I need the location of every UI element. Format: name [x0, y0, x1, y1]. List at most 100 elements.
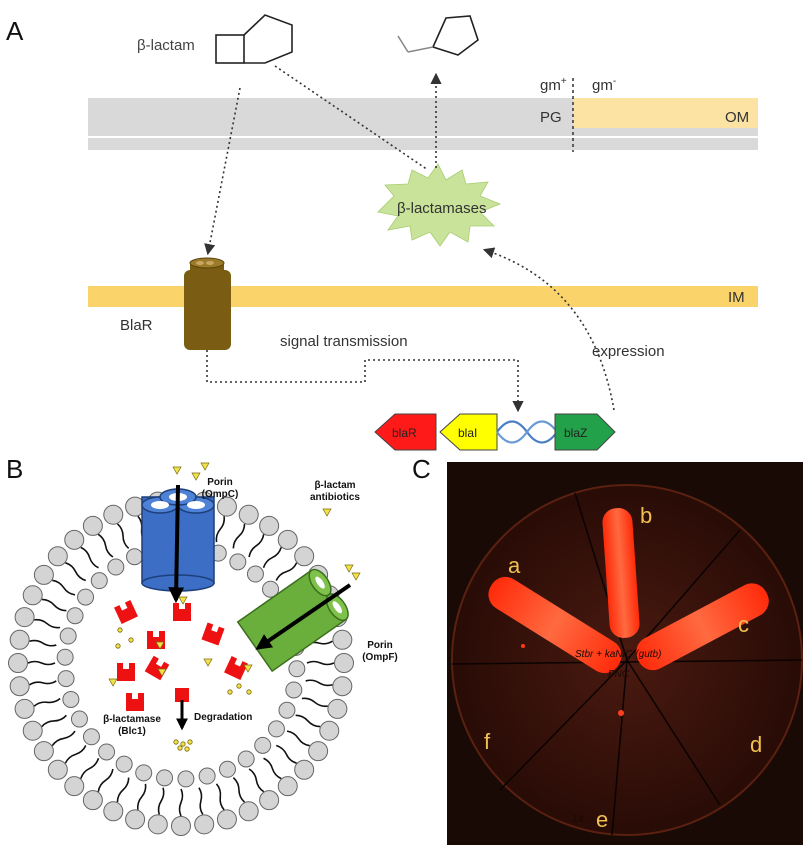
- lipid-tail: [97, 533, 114, 558]
- lipid-tail: [116, 523, 130, 549]
- lipid-tail: [248, 534, 265, 558]
- lipid-head: [59, 627, 77, 645]
- enzyme-shape: [173, 603, 191, 621]
- lipid-tail: [97, 768, 114, 792]
- lipid-tail: [116, 777, 130, 803]
- lipid-head: [126, 548, 144, 566]
- lipid-head: [294, 759, 315, 780]
- streak-b: [602, 508, 640, 638]
- antibiotic-triangle: [351, 572, 361, 581]
- degraded-fragments: [173, 739, 193, 752]
- lipid-head: [246, 565, 264, 583]
- beta-lactamase-enzyme: [173, 603, 191, 621]
- antibiotic-triangle: [178, 596, 188, 605]
- panel-b: B: [6, 454, 398, 836]
- lipid-head: [294, 546, 315, 567]
- beta-lactamases-label: β-lactamases: [397, 200, 487, 217]
- lipid-head: [177, 770, 195, 788]
- lipid-head: [277, 776, 298, 797]
- lipid-tail: [65, 562, 87, 582]
- antibiotic-fragment: [246, 689, 252, 695]
- lipid-tail: [248, 768, 265, 793]
- arrow-lactam-to-blar: [204, 87, 241, 256]
- lipid-head: [14, 607, 35, 628]
- lipid-head: [57, 670, 75, 688]
- streak-c: [636, 583, 769, 671]
- lipid-head: [332, 629, 353, 650]
- lipid-tail: [136, 783, 147, 810]
- lipid-tail: [198, 787, 204, 815]
- lipid-head: [70, 710, 88, 728]
- antibiotic-triangle: [203, 658, 213, 667]
- antibiotic-fragment: [115, 643, 121, 649]
- lipid-head: [103, 504, 124, 525]
- inner-membrane: [88, 286, 758, 307]
- antibiotic-triangle: [108, 678, 118, 687]
- bla-operon: blaR blaI blaZ: [374, 413, 616, 451]
- antibiotic-fragment: [227, 689, 233, 695]
- lipid-tail: [301, 697, 328, 708]
- lipid-head: [77, 588, 95, 606]
- bacterial-streaks: [488, 508, 769, 674]
- lipid-tail: [232, 523, 246, 549]
- lipid-head: [64, 529, 85, 550]
- lipid-head: [171, 816, 191, 836]
- arrow-lactam-to-enzyme: [274, 65, 429, 171]
- lipid-head: [103, 801, 124, 822]
- beta-lactamase-enzyme: [126, 693, 144, 711]
- beta-lactamase-enzyme: [117, 663, 135, 681]
- lipid-head: [147, 814, 168, 835]
- sector-label-a: a: [508, 553, 521, 578]
- lipid-head: [259, 790, 280, 811]
- beta-lactamase-enzyme: [114, 600, 138, 624]
- lipid-tail: [80, 546, 99, 569]
- panel-c-label: C: [412, 454, 431, 484]
- pg-label: PG: [540, 109, 562, 126]
- gene-blar: [374, 413, 437, 451]
- beta-lactamase-enzymes: [114, 600, 248, 711]
- lipid-tail: [305, 679, 333, 687]
- lipid-head: [9, 629, 30, 650]
- lipid-head: [33, 564, 54, 585]
- lipid-head: [56, 648, 74, 666]
- sector-label-d: d: [750, 732, 762, 757]
- expression-label: expression: [592, 343, 665, 360]
- lipid-tail: [286, 730, 310, 747]
- arrow-expression: [482, 247, 615, 411]
- beta-lactam-molecule: [215, 14, 293, 64]
- lipid-tail: [33, 697, 61, 707]
- handwritten-note: Stbr + kaNIC (gutb): [575, 649, 661, 660]
- porin-ompf-label: Porin(OmpF): [362, 640, 398, 663]
- antibiotic-triangle: [344, 564, 354, 573]
- lipid-head: [22, 720, 43, 741]
- beta-lactamase-label: β-lactamase(Blc1): [103, 714, 161, 737]
- antibiotic-triangle: [191, 472, 201, 481]
- lipid-head: [82, 728, 100, 746]
- arrow-signal-transmission: [206, 350, 524, 413]
- lipid-head: [47, 546, 68, 567]
- lipid-heads: [8, 490, 354, 836]
- lipid-tail: [80, 757, 100, 779]
- degradation-label: Degradation: [194, 712, 252, 723]
- lipid-head: [308, 741, 329, 762]
- lipid-head: [90, 572, 108, 590]
- gm-positive-label: gm+: [540, 76, 567, 94]
- antibiotic-triangle: [172, 466, 182, 475]
- blar-receptor: [184, 257, 231, 350]
- lipid-head: [218, 760, 236, 778]
- panel-b-label: B: [6, 454, 23, 484]
- colony-dot-2: [618, 710, 624, 716]
- enzyme-shape: [114, 600, 138, 624]
- im-label: IM: [728, 289, 745, 306]
- lipid-head: [9, 676, 30, 697]
- lipid-tail: [27, 660, 56, 666]
- lipid-head: [277, 529, 298, 550]
- lipid-head: [107, 558, 125, 576]
- lipid-head: [267, 720, 285, 738]
- om-layer: [573, 98, 758, 128]
- lipid-head: [237, 750, 255, 768]
- lipid-tail: [306, 660, 335, 666]
- lipid-head: [14, 698, 35, 719]
- beta-lactam-label: β-lactam: [137, 37, 195, 54]
